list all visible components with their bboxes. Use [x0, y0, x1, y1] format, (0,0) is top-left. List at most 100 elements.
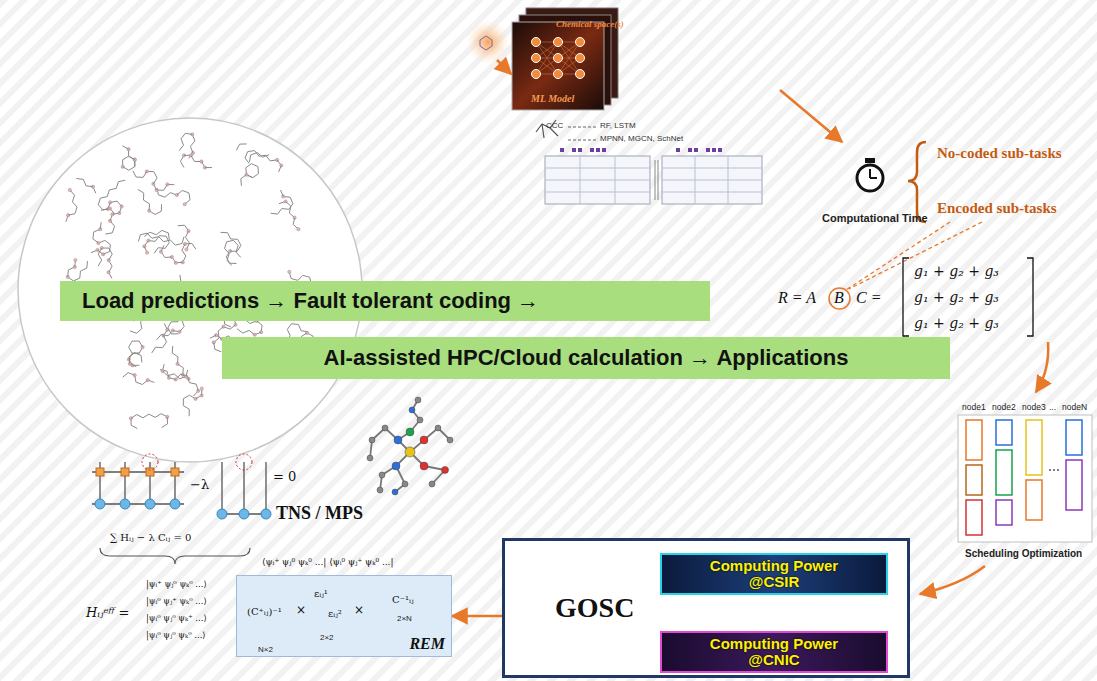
dimension-label: 2×2: [320, 633, 334, 642]
chemical-space-circle: [210, 335, 216, 338]
chemical-space-circle: [227, 240, 234, 241]
equation-term: ⟨ψᵢ⁺ ψⱼ⁰ ψₖ⁰ ...| ⟨ψᵢ⁰ ψⱼ⁺ ψₖ⁰ ...|: [262, 557, 394, 567]
model-thumbnails: [578, 148, 582, 152]
chemical-space-circle: [238, 239, 241, 245]
column-label: node2: [992, 403, 1016, 413]
curly-brace: [908, 142, 926, 222]
chemical-space-circle: [122, 146, 128, 149]
tensor-network: [96, 468, 179, 476]
chemical-space-circle: [278, 208, 282, 214]
tensor-network: [221, 462, 222, 514]
molecule-model: [420, 462, 428, 470]
equation-term: |ψᵢ⁰ ψⱼ⁰ ψₖ⁰ ...⟩: [146, 631, 206, 641]
chemical-space-circle: [98, 205, 103, 210]
chemical-space-circle: [83, 179, 86, 185]
chemical-space-circle: [226, 257, 229, 263]
matrix-cell: g₁ + g₂ + g₃: [914, 315, 999, 331]
chemical-space-circle: [152, 347, 156, 353]
chemical-space-circle: [240, 179, 242, 186]
molecule-model: [392, 462, 400, 470]
flow-arrow: [497, 60, 1048, 594]
chemical-space-circle: [163, 336, 166, 342]
chemical-space-circle: [186, 370, 188, 377]
chemical-space-circle: [157, 334, 162, 339]
chemical-space-circle: [155, 414, 161, 418]
chemical-space-circle: [287, 324, 291, 330]
tensor-network: [170, 499, 180, 509]
connector-arrow: [452, 615, 502, 618]
chemical-space-circle: [149, 204, 150, 211]
chemical-space-circle: [253, 174, 259, 178]
tensor-network: [92, 462, 266, 514]
flow-arrow: [497, 60, 511, 74]
model-thumbnails: [662, 192, 762, 193]
chemical-space-circle: [234, 240, 239, 245]
scheduling-chart: [966, 420, 982, 460]
chemical-space-circle: [281, 190, 284, 196]
model-thumbnails: [688, 148, 692, 152]
ml-model-panel: [532, 54, 541, 63]
computing-resource: Computing Power @CNIC: [660, 631, 888, 673]
chemical-space-circle: [129, 357, 131, 364]
chemical-space-circle: [279, 165, 282, 171]
scheduling-chart: [1049, 469, 1051, 471]
chemical-space-circle: [248, 150, 255, 152]
equation-term: |ψᵢ⁰ ψⱼ⁰ ψₖ⁺ ...⟩: [146, 614, 207, 624]
matrix-formula: [829, 288, 850, 309]
chemical-space-circle: [98, 248, 102, 254]
scheduling-chart: [966, 500, 982, 535]
dimension-label: 2×N: [397, 614, 412, 623]
chemical-space-circle: [178, 225, 185, 227]
chemical-space-circle: [98, 254, 101, 260]
platform-box: GOSCComputing Power @CSIRComputing Power…: [502, 538, 910, 678]
timer-icon: [870, 177, 877, 179]
ml-model-panel: [576, 70, 585, 79]
process-band: AI-assisted HPC/Cloud calculation → Appl…: [222, 337, 950, 379]
chemical-space-circle: [225, 242, 227, 249]
molecule-model: [379, 472, 385, 478]
scheduling-chart: [1026, 480, 1042, 520]
chemical-space-circle: [165, 256, 172, 257]
chemical-space-circle: [140, 233, 147, 235]
column-label: nodeN: [1062, 403, 1087, 413]
chemical-space-circle: [144, 200, 150, 204]
equation-term: ∑ Hᵢⱼ − λ Cᵢⱼ = 0: [110, 532, 191, 544]
chemical-space-circle: [152, 237, 159, 239]
chemical-space-circle: [166, 236, 169, 242]
chemical-space-circle: [137, 329, 142, 334]
model-thumbnails: [615, 156, 616, 204]
chemical-space-circle: [142, 380, 147, 384]
chemical-space-circle: [245, 158, 249, 164]
molecule-blob: [466, 20, 510, 64]
chemical-space-circle: [298, 324, 301, 330]
encoding-link: [846, 222, 950, 290]
tensor-network: [239, 509, 249, 519]
ml-model-panel: [576, 38, 585, 47]
equation-term: = 0: [273, 470, 296, 485]
chemical-space-circle: [74, 258, 77, 261]
molecule-model: [417, 417, 423, 423]
chemical-space-circle: [251, 153, 258, 155]
molecule-model: [367, 397, 453, 495]
chemical-space-circle: [165, 193, 170, 198]
chemical-space-circle: [183, 395, 189, 398]
chemical-space-circle: [183, 399, 184, 406]
chemical-space-circle: [168, 322, 171, 328]
chemical-space-circle: [191, 155, 194, 161]
chemical-space-circle: [291, 323, 298, 325]
chemical-space-circle: [189, 193, 190, 200]
chemical-space-circle: [138, 189, 144, 193]
node-text: GOSC: [555, 592, 634, 624]
chemical-space-circle: [282, 208, 289, 210]
chemical-space-circle: [161, 334, 168, 335]
chemical-space-circle: [109, 248, 112, 254]
chemical-space-circle: [141, 355, 143, 362]
timer-icon: [869, 169, 871, 178]
tensor-network: [236, 454, 252, 470]
chemical-space-circle: [171, 321, 178, 322]
molecule-blob: [480, 36, 492, 50]
chart-caption: Scheduling Optimization: [965, 548, 1082, 560]
chemical-space-circle: [200, 387, 203, 390]
chemical-space-circle: [79, 271, 81, 278]
chemical-space-circle: [215, 349, 222, 352]
